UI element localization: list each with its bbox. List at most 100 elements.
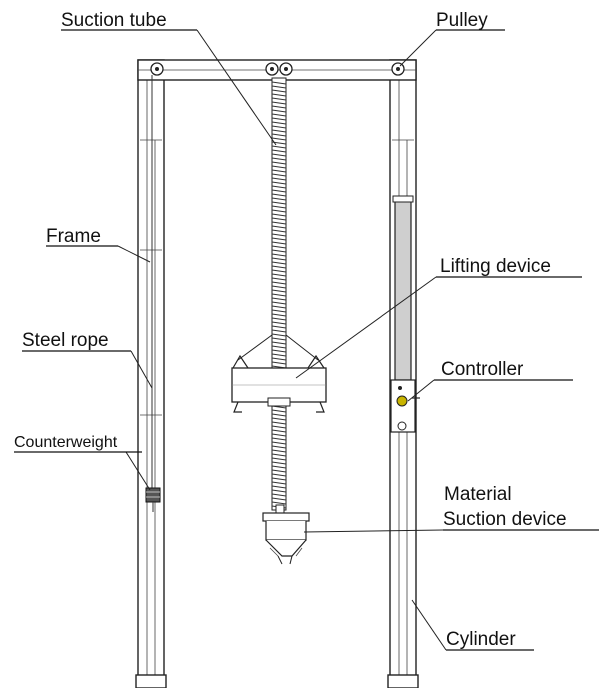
tube-rib [271, 185, 287, 189]
tube-rib [271, 481, 287, 485]
tube-rib [271, 413, 287, 417]
tube-rib [271, 429, 287, 433]
tube-rib [271, 157, 287, 161]
tube-rib [271, 245, 287, 249]
tube-rib [271, 257, 287, 261]
tube-rib [271, 221, 287, 225]
tube-rib [271, 161, 287, 165]
tube-rib [271, 217, 287, 221]
tube-rib [271, 453, 287, 457]
tube-rib [271, 341, 287, 345]
tube-rib [271, 149, 287, 153]
left-foot [135, 674, 167, 689]
tube-rib [271, 421, 287, 425]
tube-rib [271, 173, 287, 177]
tube-rib [271, 229, 287, 233]
pulleys [150, 62, 405, 76]
tube-rib [271, 181, 287, 185]
counterweight-block [145, 487, 161, 512]
tube-rib [271, 93, 287, 97]
tube-rib [271, 85, 287, 89]
tube-rib [271, 281, 287, 285]
label-lifting-device: Lifting device [440, 256, 551, 277]
tube-rib [271, 129, 287, 133]
tube-rib [271, 469, 287, 473]
tube-rib [271, 233, 287, 237]
tube-rib [271, 97, 287, 101]
tube-rib [271, 445, 287, 449]
tube-rib [271, 289, 287, 293]
tube-rib [271, 137, 287, 141]
tube-rib [271, 501, 287, 505]
tube-rib [271, 153, 287, 157]
tube-rib [271, 297, 287, 301]
tube-rib [271, 473, 287, 477]
tube-rib [271, 409, 287, 413]
tube-rib [271, 265, 287, 269]
tube-rib [271, 197, 287, 201]
tube-rib [271, 361, 287, 365]
tube-rib [271, 273, 287, 277]
tube-rib [271, 485, 287, 489]
tube-rib [271, 213, 287, 217]
controller-unit [390, 379, 420, 433]
label-counterweight: Counterweight [14, 434, 118, 451]
tube-rib [271, 117, 287, 121]
tube-rib [271, 105, 287, 109]
tube-rib [271, 337, 287, 341]
tube-rib [271, 249, 287, 253]
label-material: Material [444, 484, 512, 505]
tube-rib [271, 193, 287, 197]
tube-rib [271, 357, 287, 361]
tube-rib [271, 89, 287, 93]
tube-rib [271, 145, 287, 149]
label-suction-device: Suction device [443, 509, 567, 530]
tube-rib [271, 205, 287, 209]
tube-rib [271, 313, 287, 317]
tube-rib [271, 261, 287, 265]
left-post [137, 59, 165, 689]
right-foot [387, 674, 419, 689]
tube-rib [271, 489, 287, 493]
tube-rib [271, 189, 287, 193]
label-steel-rope: Steel rope [22, 330, 109, 351]
tube-rib [271, 109, 287, 113]
label-frame: Frame [46, 226, 101, 247]
tube-rib [271, 437, 287, 441]
tube-rib [271, 237, 287, 241]
lifting-device-body [231, 334, 327, 413]
tube-rib [271, 305, 287, 309]
tube-rib [271, 329, 287, 333]
material-suction-device-body [262, 504, 310, 565]
tube-rib [271, 113, 287, 117]
tube-rib [271, 253, 287, 257]
tube-rib [271, 177, 287, 181]
tube-rib [271, 121, 287, 125]
label-pulley: Pulley [436, 10, 488, 31]
tube-rib [271, 293, 287, 297]
tube-rib [271, 133, 287, 137]
tube-rib [271, 125, 287, 129]
leader-lines [117, 29, 447, 651]
label-controller: Controller [441, 359, 524, 380]
tube-rib [271, 269, 287, 273]
tube-rib [271, 477, 287, 481]
tube-rib [271, 101, 287, 105]
tube-rib [271, 425, 287, 429]
tube-rib [271, 345, 287, 349]
tube-rib [271, 493, 287, 497]
tube-rib [271, 241, 287, 245]
tube-rib [271, 165, 287, 169]
tube-rib [271, 321, 287, 325]
labels: Suction tube Pulley Frame Lifting device… [14, 10, 599, 651]
label-cylinder: Cylinder [446, 629, 516, 650]
tube-rib [271, 433, 287, 437]
label-suction-tube: Suction tube [61, 10, 167, 31]
tube-rib [271, 417, 287, 421]
cylinder-body [392, 195, 414, 381]
tube-rib [271, 81, 287, 85]
tube-rib [271, 225, 287, 229]
tube-rib [271, 461, 287, 465]
tube-rib [271, 449, 287, 453]
